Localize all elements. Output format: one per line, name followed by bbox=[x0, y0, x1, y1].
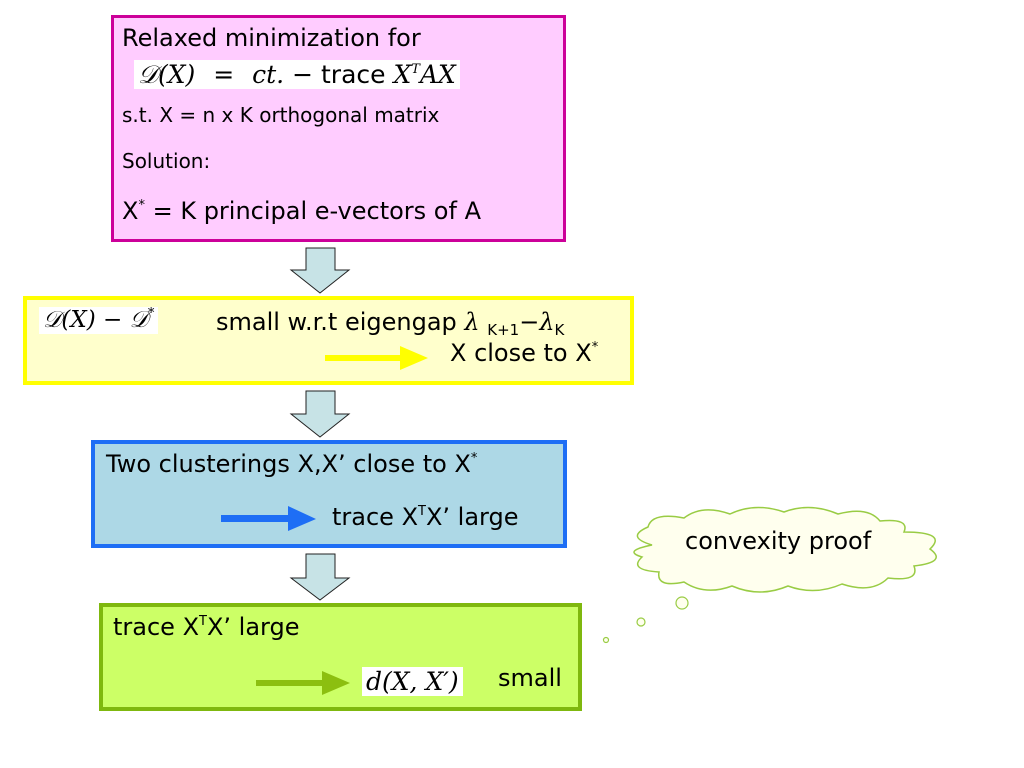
close-conclusion-text: X close to X* bbox=[450, 339, 599, 367]
implies-arrow-blue bbox=[221, 506, 316, 531]
eigengap-text: small w.r.t eigengap λ K+1−λK bbox=[216, 308, 565, 339]
constraint-text: s.t. X = n x K orthogonal matrix bbox=[122, 103, 440, 127]
two-clusterings-box bbox=[91, 440, 567, 548]
implies-arrow-yellow bbox=[325, 346, 428, 370]
trace-large-premise: trace XTX’ large bbox=[113, 613, 300, 641]
down-arrow-1 bbox=[289, 247, 351, 294]
distortion-gap-formula: 𝒟(X) − 𝒟* bbox=[39, 307, 159, 334]
thought-cloud bbox=[633, 506, 937, 593]
thought-bubble-medium bbox=[636, 617, 646, 627]
objective-formula: 𝒟(X) = ct. − trace XTAX bbox=[134, 60, 460, 89]
distance-small-box bbox=[99, 603, 582, 711]
two-clusterings-text: Two clusterings X,X’ close to X* bbox=[106, 450, 478, 478]
thought-bubble-small bbox=[602, 636, 610, 644]
solution-label: Solution: bbox=[122, 149, 211, 173]
box1-title: Relaxed minimization for bbox=[122, 24, 421, 52]
implies-arrow-green bbox=[256, 671, 350, 695]
clustering-distance-formula: d(X, X′) bbox=[362, 667, 463, 696]
thought-bubble-large bbox=[675, 596, 689, 610]
trace-large-text: trace XTX’ large bbox=[332, 503, 519, 531]
solution-text: X* = K principal e-vectors of A bbox=[122, 197, 481, 225]
relaxed-minimization-box bbox=[111, 15, 566, 242]
eigengap-box bbox=[23, 296, 634, 385]
convexity-proof-text: convexity proof bbox=[685, 527, 872, 555]
distance-small-text: small bbox=[498, 664, 562, 692]
down-arrow-3 bbox=[289, 553, 351, 601]
down-arrow-2 bbox=[289, 390, 351, 438]
